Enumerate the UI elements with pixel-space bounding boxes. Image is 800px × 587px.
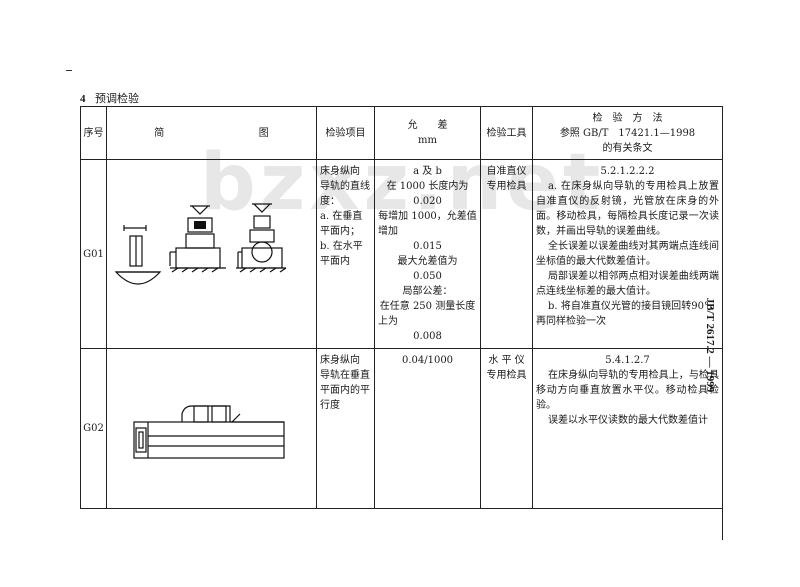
- tolerance-value: 0.04/1000: [401, 355, 454, 366]
- table-row: G02 床身纵向 导轨在垂直 平: [80, 348, 723, 509]
- tolerance-line: 在 1000 长度内为: [386, 181, 469, 192]
- tolerance-line: 在任意 250 测量长度: [379, 301, 476, 312]
- tolerance-value: 0.015: [413, 241, 442, 252]
- header-diagram-right: 图: [258, 127, 269, 139]
- item-line: a. 在垂直: [320, 211, 363, 222]
- side-rule: [722, 110, 723, 540]
- header-method: 检 验 方 法 参照 GB/T 17421.1—1998 的有关条文: [532, 106, 723, 160]
- row-tolerance: a 及 b 在 1000 长度内为 0.020 每增加 1000，允差值 增加 …: [374, 159, 481, 349]
- row-item: 床身纵向 导轨的直线 度： a. 在垂直 平面内； b. 在水平 平面内: [316, 159, 375, 349]
- item-line: 平面内；: [320, 226, 360, 237]
- header-diagram: 简 图: [106, 106, 317, 160]
- header-method-clause: 的有关条文: [602, 142, 653, 154]
- tolerance-line: 增加: [378, 226, 398, 237]
- method-clause: 5.4.1.2.7: [605, 355, 650, 366]
- header-method-title: 检 验 方 法: [592, 112, 663, 124]
- item-line: 平面内的平: [320, 385, 370, 396]
- row-no: G01: [80, 159, 107, 349]
- straightness-setup-drawing: [114, 202, 286, 285]
- table-row: G01: [80, 159, 723, 349]
- section-number: 4: [80, 93, 86, 105]
- header-tool: 检验工具: [480, 106, 533, 160]
- item-line: 平面内: [320, 256, 350, 267]
- header-diagram-left: 简: [154, 127, 165, 139]
- section-heading: 4 预调检验: [80, 90, 139, 106]
- item-line: 床身纵向: [320, 166, 360, 177]
- method-paragraph: a. 在床身纵向导轨的专用检具上放置自准直仪的反射镜，光管放在床身的外面。移动检…: [536, 181, 719, 237]
- method-paragraph: 误差以水平仪读数的最大代数差值计: [548, 415, 708, 426]
- item-line: 床身纵向: [320, 355, 360, 366]
- row-tolerance: 0.04/1000: [374, 348, 481, 509]
- header-item: 检验项目: [316, 106, 375, 160]
- tool-line: 自准直仪: [486, 166, 527, 177]
- row-tool: 水 平 仪 专用检具: [480, 348, 533, 509]
- diagram-g02: [106, 348, 317, 509]
- tolerance-line: a 及 b: [413, 166, 442, 177]
- item-line: b. 在水平: [320, 241, 363, 252]
- header-method-ref: 参照 GB/T 17421.1—1998: [559, 127, 696, 139]
- item-line: 度：: [320, 196, 340, 207]
- table-header-row: 序号 简 图 检验项目 允 差 mm 检验工具 检 验 方 法 参照 GB/T …: [80, 106, 723, 160]
- method-paragraph: 全长误差以误差曲线对其两端点连线间坐标值的最大代数差值计。: [536, 241, 719, 267]
- header-no: 序号: [80, 106, 107, 160]
- tool-line: 专用检具: [486, 370, 527, 381]
- header-tolerance-unit: mm: [418, 135, 437, 146]
- tolerance-value: 0.020: [413, 196, 442, 207]
- header-tolerance: 允 差 mm: [374, 106, 481, 160]
- corner-mark: [66, 70, 72, 71]
- tolerance-line: 每增加 1000，允差值: [378, 211, 477, 222]
- method-clause: 5.2.1.2.2.2: [600, 166, 655, 177]
- tolerance-line: 局部公差：: [402, 286, 453, 297]
- item-line: 导轨在垂直: [320, 370, 370, 381]
- row-method: 5.2.1.2.2.2 a. 在床身纵向导轨的专用检具上放置自准直仪的反射镜，光…: [532, 159, 723, 349]
- row-method: 5.4.1.2.7 在床身纵向导轨的专用检具上，与检具移动方向垂直放置水平仪。移…: [532, 348, 723, 509]
- parallelism-setup-drawing: [132, 405, 285, 459]
- tolerance-line: 上为: [378, 316, 398, 327]
- tool-line: 专用检具: [486, 181, 527, 192]
- diagram-g01: [106, 159, 317, 349]
- tool-line: 水 平 仪: [488, 355, 525, 366]
- tolerance-value: 0.050: [413, 271, 442, 282]
- item-line: 行度: [320, 400, 340, 411]
- method-paragraph: 局部误差以相邻两点相对误差曲线两端点连线坐标差的最大值计。: [536, 271, 719, 297]
- method-paragraph: 在床身纵向导轨的专用检具上，与检具移动方向垂直放置水平仪。移动检具检验。: [536, 370, 719, 411]
- item-line: 导轨的直线: [320, 181, 370, 192]
- row-item: 床身纵向 导轨在垂直 平面内的平 行度: [316, 348, 375, 509]
- section-title: 预调检验: [95, 92, 139, 105]
- inspection-table: 序号 简 图 检验项目 允 差 mm 检验工具 检 验 方 法 参照 GB/T …: [80, 106, 723, 509]
- row-tool: 自准直仪 专用检具: [480, 159, 533, 349]
- method-paragraph: b. 将自准直仪光管的接目镜回转90°，再同样检验一次: [536, 301, 719, 327]
- header-tolerance-title: 允 差: [407, 120, 448, 131]
- tolerance-line: 最大允差值为: [397, 256, 458, 267]
- row-no: G02: [80, 348, 107, 509]
- tolerance-value: 0.008: [413, 331, 442, 342]
